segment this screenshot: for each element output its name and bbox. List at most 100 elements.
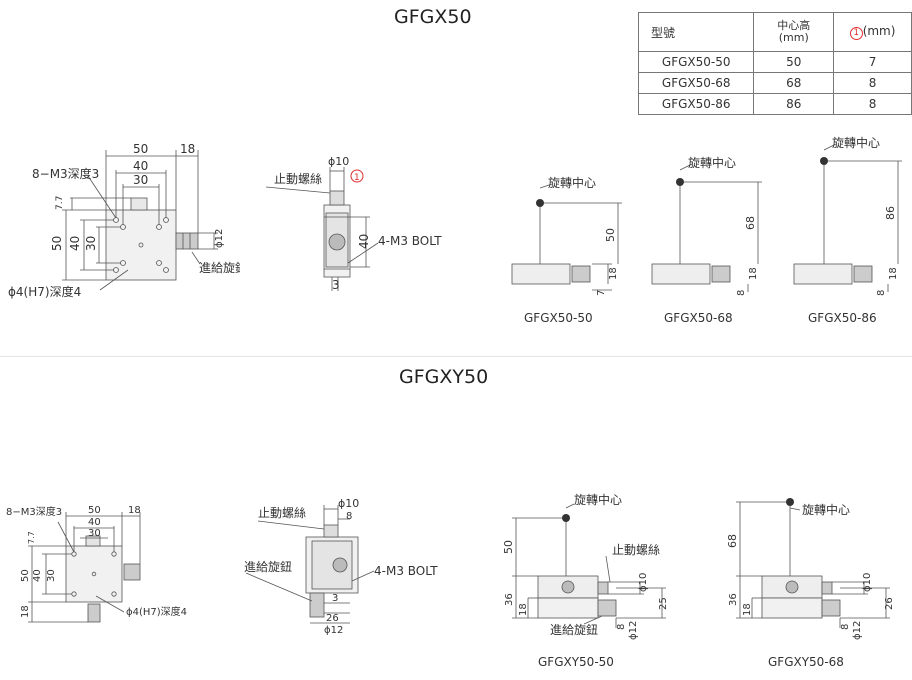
label-feed-knob: 進給旋鈕: [550, 623, 598, 637]
dim-68: 68: [726, 534, 739, 548]
caption-gfgx50-68: GFGX50-68: [664, 311, 733, 325]
lock-screw: [329, 190, 345, 206]
label-rotation-center: 旋轉中心: [802, 502, 850, 517]
rotation-center-marker: [820, 157, 828, 165]
label-rotation-center: 旋轉中心: [832, 135, 880, 150]
label-rotation-center: 旋轉中心: [548, 175, 596, 190]
feed-knob: [123, 563, 141, 581]
header-center-line1: 中心高: [777, 19, 811, 32]
dim-phi10: ϕ10: [638, 573, 649, 592]
dim-8: 8: [616, 624, 627, 630]
dim-50: 50: [502, 540, 515, 554]
label-rotation-center: 旋轉中心: [574, 492, 622, 507]
dim-50: 50: [88, 505, 101, 516]
dim-50: 50: [133, 142, 148, 156]
row-model: GFGX50-68: [637, 72, 755, 94]
bottom-side-view: ϕ10 8 3 26 ϕ12 止動螺絲 進給旋鈕 4-M3 BOLT: [244, 497, 438, 636]
rotation-center-marker: [676, 178, 684, 186]
dim-phi10: ϕ10: [862, 573, 873, 592]
center-boss: [332, 557, 348, 573]
label-lock: 止動螺絲: [274, 171, 322, 186]
bottom-front-view: 50 40 30 18 7.7 50 40 30 18 8−M3深度3 ϕ4(H…: [6, 505, 187, 623]
label-bolt: 4-M3 BOLT: [374, 564, 438, 578]
top-clamp: [130, 197, 148, 211]
row-one: 7: [833, 51, 912, 73]
dim-v40: 40: [32, 569, 43, 582]
caption-gfgxy50-68: GFGXY50-68: [768, 655, 844, 669]
header-one-unit: (mm): [862, 24, 896, 38]
dim-40: 40: [357, 234, 371, 249]
row-center: 86: [753, 93, 835, 115]
dim-height: 68: [744, 216, 757, 230]
dim-18: 18: [888, 267, 899, 280]
dim-30: 30: [133, 173, 148, 187]
lower-stage: [537, 597, 599, 619]
dim-8: 8: [346, 511, 352, 522]
dim-phi10: ϕ10: [338, 497, 359, 510]
dim-3: 3: [332, 593, 338, 604]
feed-knob: [175, 232, 199, 250]
header-one: 1(mm): [833, 12, 912, 52]
dim-phi12: ϕ12: [214, 229, 225, 248]
circle-one-icon: 1: [354, 173, 360, 183]
dim-18: 18: [748, 267, 759, 280]
dim-small: 8: [736, 290, 747, 296]
bottom-height-view-68: 旋轉中心 68 36 18 ϕ10 26 8 ϕ12 GFGXY50-68: [726, 498, 895, 669]
dim-v18: 18: [20, 605, 31, 618]
dim-18: 18: [128, 505, 141, 516]
bottom-height-view-50: 旋轉中心 50 36 18 ϕ10 25 8 ϕ12 止動螺絲 進給旋鈕 GFG…: [502, 492, 669, 669]
dim-phi12: ϕ12: [324, 625, 343, 636]
label-rotation-center: 旋轉中心: [688, 155, 736, 170]
gfgxy50-title: GFGXY50: [399, 366, 489, 388]
dim-40: 40: [133, 159, 148, 173]
dim-phi12: ϕ12: [852, 621, 863, 640]
dim-18: 18: [518, 603, 529, 616]
dim-18: 18: [742, 603, 753, 616]
caption-gfgxy50-50: GFGXY50-50: [538, 655, 614, 669]
dim-7-7: 7.7: [55, 196, 65, 210]
dim-26: 26: [326, 613, 339, 624]
dim-v50: 50: [20, 569, 31, 582]
label-feed-knob: 進給旋鈕: [244, 560, 292, 574]
label-tap: 8−M3深度3: [32, 166, 99, 181]
label-feed-knob: 進給旋鈕: [199, 261, 240, 275]
dim-7-7: 7.7: [27, 531, 36, 544]
rotation-center-marker: [562, 514, 570, 522]
dim-v50: 50: [50, 236, 64, 251]
row-one: 8: [833, 72, 912, 94]
label-tap: 8−M3深度3: [6, 505, 62, 518]
stage-plate: [65, 545, 123, 603]
caption-gfgx50-86: GFGX50-86: [808, 311, 877, 325]
center-boss: [328, 233, 346, 251]
dim-v30: 30: [84, 236, 98, 251]
dim-8: 8: [840, 624, 851, 630]
dim-small: 8: [876, 290, 887, 296]
dim-3: 3: [332, 278, 340, 292]
circle-one-icon: 1: [849, 27, 863, 40]
caption-gfgx50-50: GFGX50-50: [524, 311, 593, 325]
spec-table: 型號 中心高 (mm) 1(mm) GFGX50-50 50 7 GFGX50-…: [637, 12, 912, 115]
label-pin: ϕ4(H7)深度4: [8, 284, 81, 299]
dim-v40: 40: [68, 236, 82, 251]
gfgx50-title: GFGX50: [394, 6, 472, 28]
top-front-view: 50 40 30 18 50 40 30 7.7 ϕ12 8−M3深度3 ϕ4(…: [8, 142, 240, 299]
row-center: 68: [753, 72, 835, 94]
feed-knob: [87, 603, 101, 623]
header-center-line2: (mm): [778, 31, 809, 44]
header-model: 型號: [637, 12, 755, 52]
header-center-height: 中心高 (mm): [753, 12, 835, 52]
row-model: GFGX50-50: [637, 51, 755, 73]
dim-phi10: ϕ10: [328, 155, 349, 168]
table-row: GFGX50-86 86 8: [637, 93, 912, 115]
table-row: GFGX50-68 68 8: [637, 72, 912, 94]
dim-height: 50: [604, 228, 617, 242]
label-lock: 止動螺絲: [258, 505, 306, 520]
label-bolt: 4-M3 BOLT: [378, 234, 442, 248]
dim-small: 7: [596, 290, 607, 296]
row-model: GFGX50-86: [637, 93, 755, 115]
stage-plate: [105, 209, 177, 281]
dim-36: 36: [504, 593, 515, 606]
rotation-center-marker: [786, 498, 794, 506]
section-divider: [0, 356, 912, 357]
table-row: GFGX50-50 50 7: [637, 51, 912, 73]
